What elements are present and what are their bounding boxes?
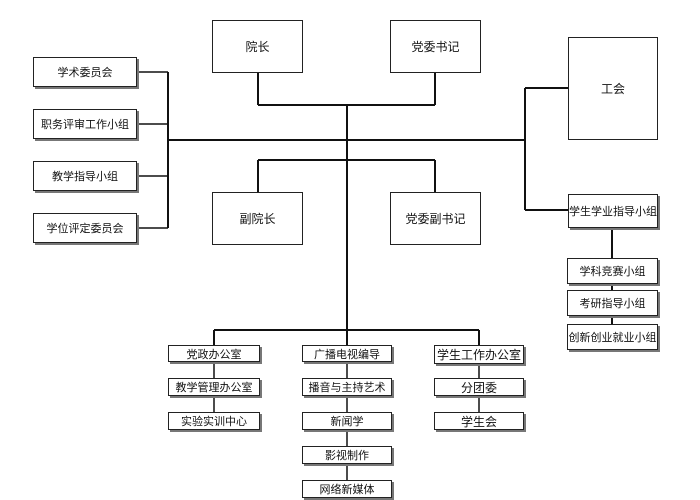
guidance-item-postgrad: 考研指导小组 — [567, 290, 658, 316]
committee-teaching-guidance: 教学指导小组 — [33, 161, 137, 191]
major-broadcast-directing: 广播电视编导 — [302, 345, 392, 362]
guidance-item-innovation: 创新创业就业小组 — [567, 324, 658, 350]
major-journalism: 新闻学 — [302, 412, 392, 430]
party-secretary-box: 党委书记 — [390, 20, 481, 73]
committee-academic: 学术委员会 — [33, 57, 137, 87]
dept-teaching-management: 教学管理办公室 — [168, 378, 260, 396]
major-film-production: 影视制作 — [302, 446, 392, 464]
union-box: 工会 — [568, 37, 658, 140]
dept-lab-training-center: 实验实训中心 — [168, 412, 260, 430]
major-new-media: 网络新媒体 — [302, 480, 392, 498]
committee-title-review: 职务评审工作小组 — [33, 109, 137, 139]
dept-youth-league: 分团委 — [434, 378, 524, 396]
major-broadcasting-hosting: 播音与主持艺术 — [302, 378, 392, 396]
dean-box: 院长 — [212, 20, 303, 73]
dept-student-work-office: 学生工作办公室 — [434, 345, 524, 364]
committee-degree: 学位评定委员会 — [33, 213, 137, 243]
dept-party-admin-office: 党政办公室 — [168, 345, 260, 362]
deputy-party-secretary-box: 党委副书记 — [390, 192, 481, 245]
student-guidance-box: 学生学业指导小组 — [568, 194, 658, 228]
vice-dean-box: 副院长 — [212, 192, 303, 245]
dept-student-union: 学生会 — [434, 412, 524, 430]
guidance-item-competition: 学科竞赛小组 — [567, 258, 658, 284]
